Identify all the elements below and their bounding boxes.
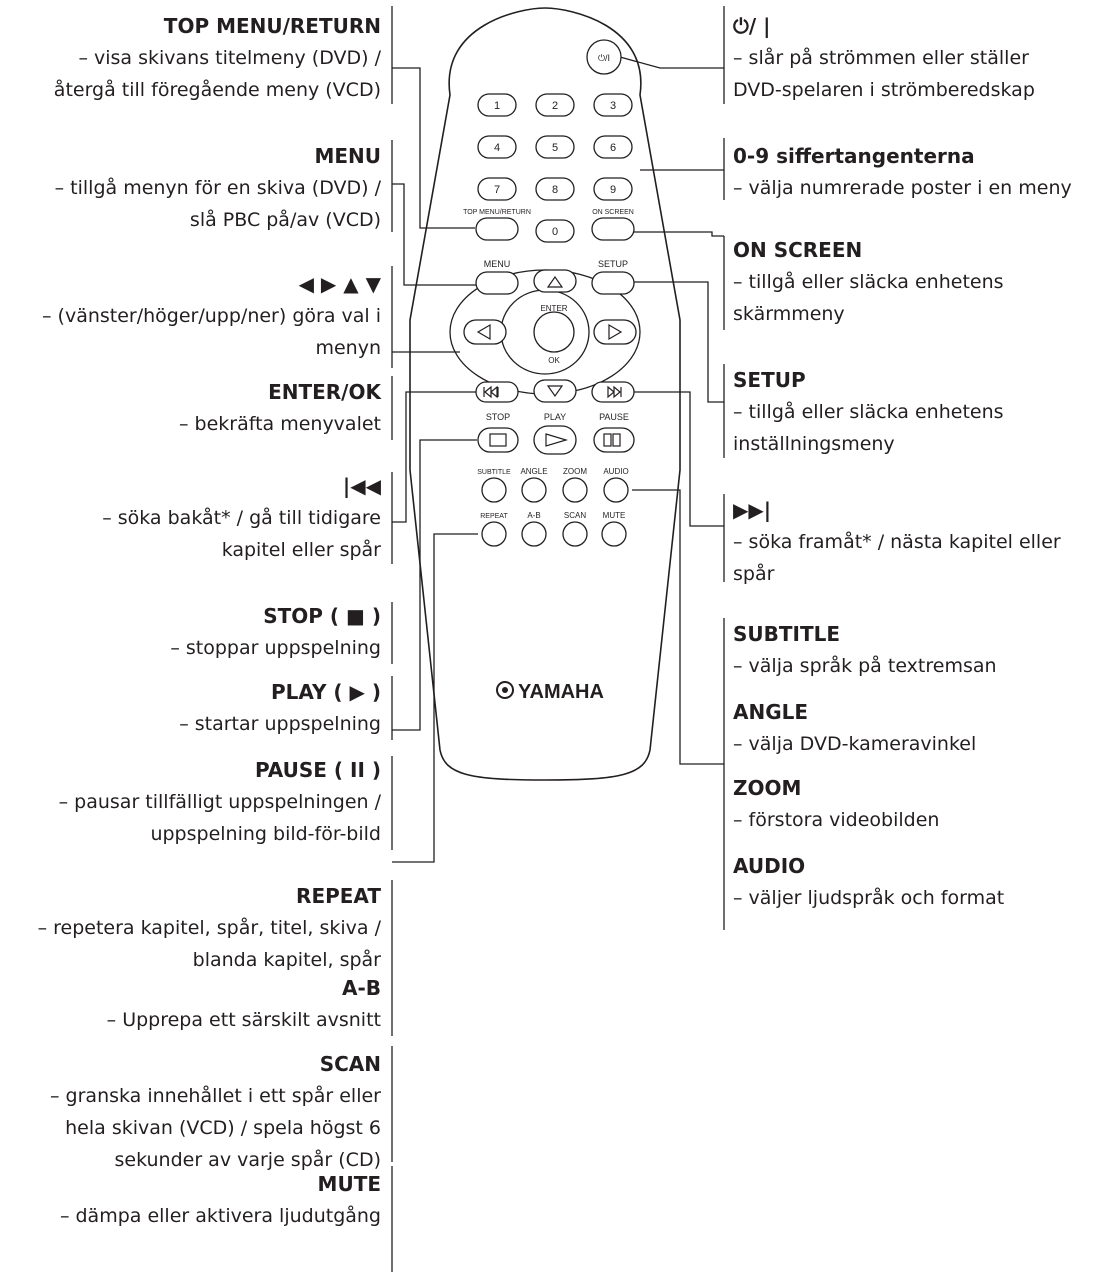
pause-button	[593, 427, 635, 453]
label-setup: SETUP – tillgå eller släcka enhetens ins…	[733, 368, 1004, 455]
digit-label: 8	[552, 184, 558, 196]
label-repeat: REPEAT – repetera kapitel, spår, titel, …	[37, 884, 381, 971]
angle-label: ANGLE	[520, 467, 547, 476]
label-digit-keys: 0-9 siffertangenterna – välja numrerade …	[733, 144, 1072, 199]
stop-button	[477, 427, 519, 453]
digit-9-button	[593, 177, 633, 201]
digit-label: 9	[610, 184, 616, 196]
enter-label: ENTER	[540, 304, 567, 313]
angle-button	[521, 477, 547, 503]
label-audio: AUDIO – väljer ljudspråk och format	[733, 854, 1005, 909]
digit-1-button	[477, 93, 517, 117]
left-arrow-icon	[476, 323, 491, 341]
digit-label: 7	[494, 184, 500, 196]
digit-label: 1	[494, 100, 500, 112]
setup-button	[591, 271, 635, 295]
label-menu: MENU – tillgå menyn för en skiva (DVD) /…	[54, 144, 381, 231]
zoom-button	[562, 477, 588, 503]
skip-back-icon	[483, 385, 499, 399]
remote-buttons	[463, 39, 637, 547]
label-stop: STOP ( ■ ) – stoppar uppspelning	[170, 604, 381, 659]
digit-label: 5	[552, 142, 558, 154]
label-play: PLAY ( ▶ ) – startar uppspelning	[179, 680, 381, 735]
mute-label: MUTE	[603, 511, 626, 520]
digit-0-button	[535, 219, 575, 243]
top-menu-label: TOP MENU/RETURN	[463, 209, 531, 216]
label-scan: SCAN – granska innehållet i ett spår ell…	[50, 1052, 381, 1171]
label-ab: A-B – Upprepa ett särskilt avsnitt	[106, 976, 381, 1031]
digit-2-button	[535, 93, 575, 117]
ab-button	[521, 521, 547, 547]
repeat-label: REPEAT	[480, 513, 508, 520]
play-button	[533, 425, 577, 455]
label-zoom: ZOOM – förstora videobilden	[733, 776, 940, 831]
digit-3-button	[593, 93, 633, 117]
digit-label: 6	[610, 142, 616, 154]
digit-label: 3	[610, 100, 616, 112]
stop-icon	[489, 433, 507, 447]
power-label: ⏻/I	[598, 53, 610, 63]
up-arrow-icon	[546, 275, 564, 288]
subtitle-button	[481, 477, 507, 503]
pause-label: PAUSE	[599, 412, 629, 422]
label-top-menu-return: TOP MENU/RETURN – visa skivans titelmeny…	[53, 14, 381, 101]
digit-label: 4	[494, 142, 500, 154]
down-arrow-icon	[546, 385, 564, 398]
label-on-screen: ON SCREEN – tillgå eller släcka enhetens…	[733, 238, 1004, 325]
digit-label: 2	[552, 100, 558, 112]
stop-label: STOP	[486, 412, 510, 422]
power-button	[586, 39, 622, 75]
ok-label: OK	[548, 356, 560, 365]
scan-label: SCAN	[564, 511, 586, 520]
mute-button	[601, 521, 627, 547]
audio-button	[603, 477, 629, 503]
skip-forward-icon	[607, 385, 622, 399]
audio-label: AUDIO	[603, 467, 628, 476]
digit-5-button	[535, 135, 575, 159]
digit-6-button	[593, 135, 633, 159]
label-arrow-keys: ◀ ▶ ▲ ▼ – (vänster/höger/upp/ner) göra v…	[42, 272, 381, 359]
menu-label: MENU	[484, 259, 511, 269]
enter-button	[533, 311, 575, 353]
right-button	[593, 319, 637, 345]
digit-label: 0	[552, 226, 558, 238]
ab-label: A-B	[527, 511, 540, 520]
label-skip-forward: ▶▶| – söka framåt* / nästa kapitel eller…	[733, 498, 1061, 585]
label-skip-back: |◀◀ – söka bakåt* / gå till tidigare kap…	[102, 474, 381, 561]
setup-label: SETUP	[598, 259, 628, 269]
skip-forward-button	[591, 381, 635, 403]
label-mute: MUTE – dämpa eller aktivera ljudutgång	[59, 1172, 381, 1227]
up-button	[533, 269, 577, 293]
zoom-label: ZOOM	[563, 467, 587, 476]
digit-8-button	[535, 177, 575, 201]
menu-button	[475, 271, 519, 295]
play-label: PLAY	[544, 412, 566, 422]
label-power: ⏻/ | – slår på strömmen eller ställer DV…	[733, 14, 1035, 101]
pause-icon	[603, 433, 612, 447]
subtitle-label: SUBTITLE	[477, 469, 511, 476]
svg-text:YAMAHA: YAMAHA	[518, 681, 604, 703]
on-screen-label: ON SCREEN	[592, 209, 634, 216]
top-menu-button	[475, 217, 519, 241]
down-button	[533, 379, 577, 403]
on-screen-button	[591, 217, 635, 241]
left-button	[463, 319, 507, 345]
digit-4-button	[477, 135, 517, 159]
yamaha-logo: YAMAHA	[496, 681, 604, 703]
play-icon	[545, 433, 569, 447]
label-angle: ANGLE – välja DVD-kameravinkel	[733, 700, 977, 755]
digit-7-button	[477, 177, 517, 201]
label-subtitle: SUBTITLE – välja språk på textremsan	[733, 622, 997, 677]
label-pause: PAUSE ( II ) – pausar tillfälligt uppspe…	[58, 758, 381, 845]
label-enter-ok: ENTER/OK – bekräfta menyvalet	[178, 380, 381, 435]
scan-button	[562, 521, 588, 547]
repeat-button	[481, 521, 507, 547]
right-arrow-icon	[608, 323, 623, 341]
